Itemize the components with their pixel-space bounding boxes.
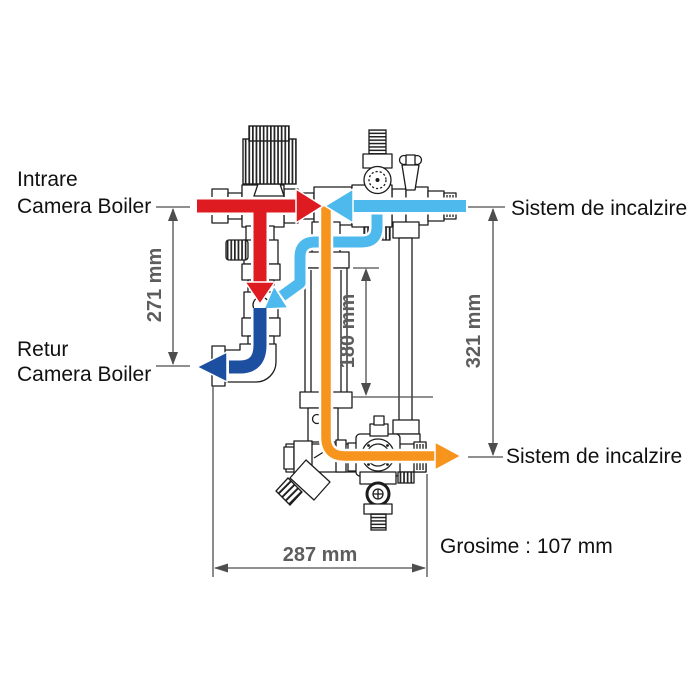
arrowhead-left-icon <box>324 188 354 224</box>
label-boiler-in-line2: Camera Boiler <box>17 195 151 218</box>
boiler-supply-arrow <box>197 188 324 305</box>
dimension-label-321: 321 mm <box>463 294 485 369</box>
ball-valve-handle <box>359 471 397 531</box>
dimension-label-287: 287 mm <box>283 544 358 566</box>
temperature-gauge-valve <box>362 129 393 195</box>
arrowhead-right-icon <box>295 188 324 224</box>
dimension-label-271: 271 mm <box>144 248 166 323</box>
air-vent-valve <box>398 154 423 191</box>
dimension-271mm: 271 mm <box>144 206 190 367</box>
dimension-label-180: 180 mm <box>337 294 359 369</box>
system-supply-arrow <box>318 206 462 471</box>
label-boiler-return-line1: Retur <box>17 338 68 361</box>
dimension-321mm: 321 mm <box>463 206 505 458</box>
label-system-bottom: Sistem de incalzire <box>506 445 682 468</box>
valve-manifold-drawing <box>211 125 457 531</box>
arrowhead-down-icon <box>244 281 276 305</box>
label-thickness: Grosime : 107 mm <box>440 535 613 558</box>
dimension-180mm: 180 mm <box>337 267 433 398</box>
arrowhead-down-left-icon <box>263 285 289 310</box>
label-system-top: Sistem de incalzire <box>511 197 687 220</box>
pump-vent <box>369 423 389 437</box>
boiler-return-arrow <box>196 308 269 383</box>
bypass-pipe <box>392 221 421 447</box>
system-return-arrow <box>324 188 466 224</box>
arrowhead-left-icon <box>196 351 228 383</box>
thermostatic-actuator <box>242 125 297 197</box>
label-boiler-in-line1: Intrare <box>17 168 78 191</box>
dimension-287mm: 287 mm <box>212 386 428 577</box>
arrowhead-right-icon <box>434 441 462 471</box>
label-boiler-return-line2: Camera Boiler <box>17 363 151 386</box>
system-return-branch-arrow <box>263 213 385 310</box>
drain-valve <box>397 471 415 484</box>
